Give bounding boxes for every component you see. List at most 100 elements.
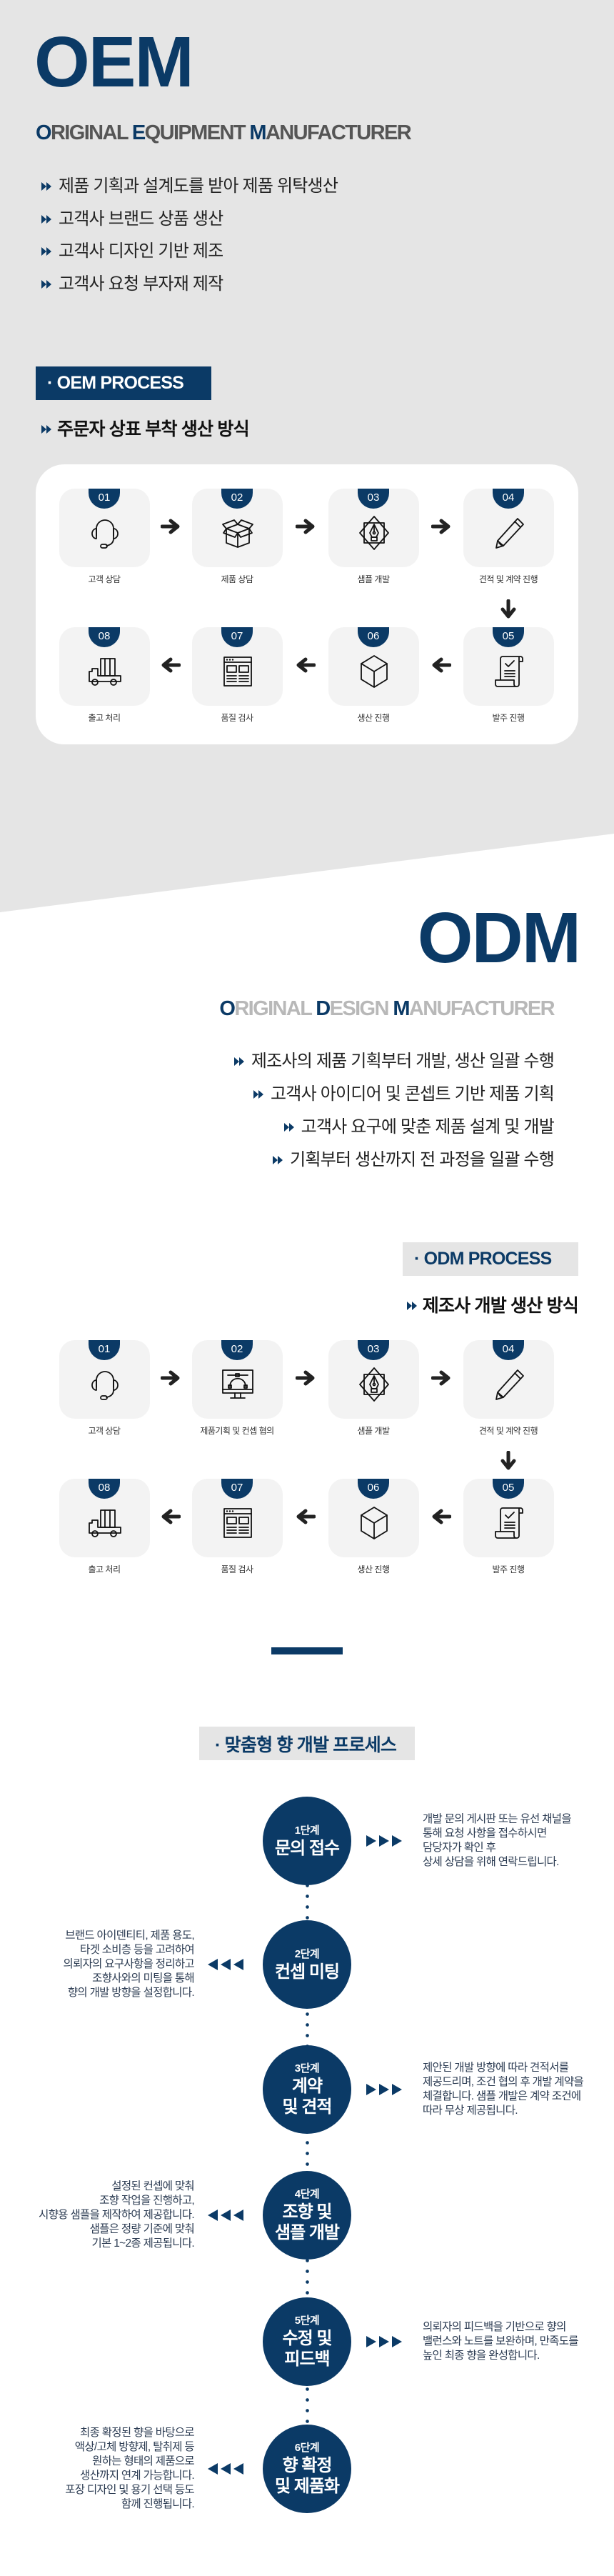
process-step-02: 02 (192, 489, 283, 567)
description-line: 액상/고체 방향제, 탈취제 등 (74, 2441, 195, 2453)
process-step-05: 05 (463, 627, 554, 706)
stage-title: 향 확정 (282, 2456, 333, 2475)
step-label: 출고 처리 (88, 713, 121, 723)
oem-title: OEM (34, 22, 194, 102)
description-line: 설정된 컨셉에 맞춰 (111, 2180, 194, 2192)
stage-number: 4단계 (294, 2188, 320, 2200)
triple-arrow-left-icon (208, 2210, 243, 2221)
step-number-badge: 06 (358, 627, 389, 647)
description-line: 포장 디자인 및 용기 선택 등도 (65, 2484, 194, 2496)
headset-icon (86, 514, 124, 551)
pen-nib-icon (356, 514, 393, 551)
process-step-03: 03 (328, 489, 419, 567)
process-subtitle-text: 제조사 개발 생산 방식 (422, 1296, 579, 1316)
description-line: 따라 무상 제공됩니다. (423, 2105, 518, 2117)
triangle-icon (392, 1835, 402, 1847)
process-step-03: 03 (328, 1340, 419, 1419)
description-line: 시향용 샘플을 제작하여 제공합니다. (39, 2209, 195, 2221)
receipt-icon (490, 653, 528, 690)
step-label: 견적 및 계약 진행 (478, 1426, 538, 1436)
step-label: 품질 검사 (221, 1564, 254, 1574)
triangle-icon (221, 2210, 231, 2221)
step-number-badge: 04 (493, 1340, 524, 1360)
description-line: 함께 진행됩니다. (121, 2498, 195, 2510)
bullet-item: 고객사 아이디어 및 콘셉트 기반 제품 기획 (253, 1084, 555, 1105)
stage-title: 컨셉 미팅 (275, 1962, 340, 1982)
bullet-item: 고객사 브랜드 상품 생산 (41, 209, 223, 230)
process-step-02: 02 (192, 1340, 283, 1419)
step-number-badge: 04 (493, 489, 524, 509)
process-subtitle-text: 주문자 상표 부착 생산 방식 (57, 419, 250, 439)
description-line: 의뢰자의 요구사항을 정리하고 (63, 1958, 195, 1970)
triangle-icon (366, 2084, 376, 2095)
pen-nib-icon (356, 1366, 393, 1403)
bullet-text: 제품 기획과 설계도를 받아 제품 위탁생산 (59, 176, 338, 196)
browser-window-icon (219, 1504, 256, 1542)
stage-title: 조향 및 (282, 2202, 333, 2222)
step-number-badge: 08 (89, 1479, 120, 1499)
open-box-icon (219, 514, 256, 551)
step-number-badge: 08 (89, 627, 120, 647)
bullet-text: 고객사 아이디어 및 콘셉트 기반 제품 기획 (271, 1084, 555, 1104)
process-step-08: 08 (59, 627, 150, 706)
subtitle-initial: O (36, 121, 52, 144)
description-line: 의뢰자의 피드백을 기반으로 향의 (423, 2321, 566, 2333)
description-line: 제공드리며, 조건 협의 후 개발 계약을 (423, 2076, 584, 2088)
description-line: 샘플은 정량 기준에 맞춰 (89, 2223, 195, 2235)
step-number-badge: 03 (358, 489, 389, 509)
double-arrow-icon (41, 181, 53, 191)
bullet-text: 제조사의 제품 기획부터 개발, 생산 일괄 수행 (251, 1052, 555, 1071)
triangle-icon (208, 2463, 218, 2475)
headset-icon (86, 1366, 124, 1403)
arrow-left-icon (296, 1508, 316, 1525)
odm-subtitle: ORIGINAL DESIGN MANUFACTURER (219, 997, 555, 1020)
triangle-icon (379, 2084, 389, 2095)
arrow-down-icon (500, 1450, 517, 1471)
double-arrow-icon (41, 214, 53, 224)
subtitle-initial: M (249, 121, 266, 144)
step-label: 생산 진행 (357, 1564, 391, 1574)
triple-arrow-left-icon (208, 1959, 243, 1970)
subtitle-initial: D (316, 997, 331, 1020)
process-step-08: 08 (59, 1479, 150, 1557)
stage-number: 3단계 (294, 2062, 320, 2075)
bullet-item: 고객사 요구에 맞춘 제품 설계 및 개발 (283, 1117, 555, 1138)
bullet-item: 고객사 디자인 기반 제조 (41, 241, 223, 262)
arrow-right-icon (160, 1369, 181, 1387)
arrow-right-icon (295, 1369, 316, 1387)
step-label: 발주 진행 (492, 713, 525, 723)
process-step-05: 05 (463, 1479, 554, 1557)
stage-title: 계약 (291, 2077, 323, 2096)
process-step-04: 04 (463, 489, 554, 567)
bullet-text: 고객사 요구에 맞춘 제품 설계 및 개발 (301, 1117, 555, 1137)
stage-title: 수정 및 (282, 2329, 333, 2348)
double-arrow-icon (41, 424, 53, 434)
stage-title: 및 견적 (282, 2097, 333, 2117)
arrow-right-icon (160, 518, 181, 535)
process-step-07: 07 (192, 627, 283, 706)
subtitle-word: RIGINAL (50, 121, 132, 144)
subtitle-word: ANUFACTURER (408, 997, 555, 1020)
double-arrow-icon (283, 1122, 296, 1132)
triangle-icon (366, 2336, 376, 2347)
subtitle-initial: E (131, 121, 146, 144)
triangle-icon (233, 1959, 243, 1970)
subtitle-word: QUIPMENT (144, 121, 250, 144)
description-line: 원하는 형태의 제품으로 (92, 2455, 195, 2467)
arrow-right-icon (431, 1369, 451, 1387)
oem-process-tag: · OEM PROCESS (36, 366, 211, 400)
triangle-icon (379, 2336, 389, 2347)
triangle-icon (233, 2463, 243, 2475)
step-number-badge: 01 (89, 1340, 120, 1360)
stage-number: 2단계 (294, 1947, 320, 1960)
subtitle-word: ESIGN (329, 997, 393, 1020)
process-step-06: 06 (328, 627, 419, 706)
odm-title: ODM (417, 898, 581, 978)
triple-arrow-right-icon (366, 2336, 402, 2347)
